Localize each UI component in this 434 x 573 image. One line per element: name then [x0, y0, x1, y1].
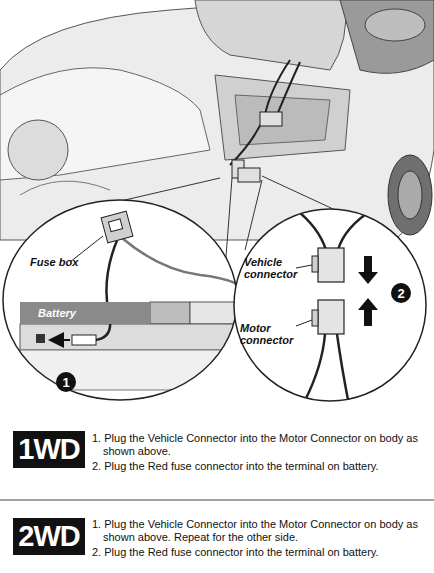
- ride-on-car: [230, 60, 290, 165]
- connector-detail-circle: [234, 205, 426, 410]
- node-text: 1WD: [18, 433, 79, 466]
- battery-detail-circle: [122, 238, 250, 290]
- ride-on-car: [388, 155, 432, 235]
- node-text: 2WD: [18, 520, 79, 553]
- ride-on-car: [275, 62, 300, 120]
- divider-line: [0, 500, 434, 501]
- instruction-step: 2. Plug the Red fuse connector into the …: [92, 546, 434, 559]
- battery-detail-circle: [80, 238, 118, 340]
- node-text: 1: [62, 375, 69, 390]
- battery-detail-circle: [20, 324, 240, 350]
- connector-detail-circle: [296, 320, 312, 326]
- ride-on-car: [0, 68, 210, 180]
- node-text: 2: [397, 286, 404, 301]
- battery-detail-circle: [72, 335, 96, 345]
- instruction-step: 1. Plug the Vehicle Connector into the M…: [92, 518, 434, 544]
- callout-number: 1: [56, 372, 76, 392]
- instruction-step: 1. Plug the Vehicle Connector into the M…: [92, 432, 434, 458]
- part-label: Motor connector: [240, 322, 300, 346]
- part-label: Fuse box: [30, 256, 92, 268]
- connector-detail-circle: [234, 209, 426, 401]
- connector-detail-circle: [318, 300, 344, 334]
- battery-detail-circle: [190, 302, 240, 324]
- drive-type-box: 2WD: [13, 518, 85, 555]
- connector-detail-circle: [300, 334, 325, 410]
- drive-type-box: 1WD: [13, 431, 85, 468]
- instruction-step: 2. Plug the Red fuse connector into the …: [92, 460, 434, 473]
- ride-on-car: [20, 181, 110, 195]
- ride-on-car: [238, 168, 260, 182]
- connector-detail-circle: [290, 205, 380, 410]
- connector-detail-circle: [312, 256, 318, 272]
- battery-detail-circle: [108, 219, 122, 232]
- ride-on-car: [260, 112, 282, 126]
- battery-detail-circle: [20, 350, 240, 390]
- connector-detail-circle: [358, 298, 378, 326]
- ride-on-car: [0, 0, 434, 240]
- ride-on-car: [340, 0, 434, 73]
- ride-on-car: [398, 171, 422, 219]
- connector-detail-circle: [338, 205, 380, 250]
- ride-on-car: [195, 0, 346, 70]
- battery-detail-circle: [36, 334, 45, 343]
- battery-detail-circle: [20, 211, 250, 390]
- ride-on-car: [0, 0, 434, 240]
- connector-detail-circle: [312, 310, 318, 326]
- connector-detail-circle: [296, 265, 312, 268]
- battery-detail-circle: [101, 211, 133, 243]
- node-text: Battery: [38, 307, 76, 319]
- ride-on-car: [8, 120, 68, 180]
- connector-detail-circle: [358, 256, 378, 284]
- callout-number: 2: [391, 283, 411, 303]
- ride-on-car: [215, 75, 350, 160]
- battery-detail-circle: [3, 200, 250, 400]
- battery-block: Battery: [20, 302, 150, 324]
- battery-detail-circle: [3, 200, 237, 400]
- part-label: Vehicle connector: [244, 256, 300, 280]
- battery-detail-circle: [52, 339, 70, 341]
- connector-detail-circle: [234, 209, 426, 401]
- connector-detail-circle: [318, 248, 344, 282]
- battery-detail-circle: [150, 302, 190, 324]
- ride-on-car: [365, 9, 425, 41]
